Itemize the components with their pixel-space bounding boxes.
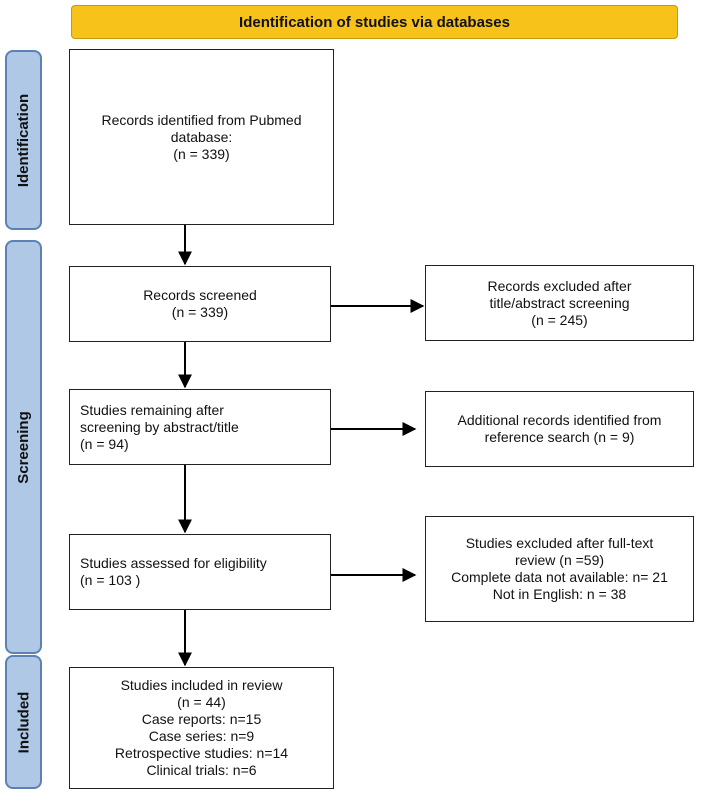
records-excluded-title-box: Records excluded after title/abstract sc… <box>425 265 694 341</box>
box-line: database: <box>170 128 233 145</box>
stage-included: Included <box>5 655 42 789</box>
studies-excluded-fulltext-box: Studies excluded after full-text review … <box>425 516 694 622</box>
box-line: title/abstract screening <box>489 294 630 311</box>
studies-included-box: Studies included in review (n = 44) Case… <box>69 667 334 789</box>
box-line: Records excluded after <box>487 277 632 294</box>
box-line: Not in English: n = 38 <box>492 586 627 602</box>
box-line: (n = 44) <box>177 694 226 710</box>
box-line: Clinical trials: n=6 <box>146 762 257 778</box>
header-title: Identification of studies via databases <box>239 13 510 31</box>
box-line: Retrospective studies: n=14 <box>114 745 289 761</box>
box-line: Additional records identified from <box>457 412 662 428</box>
stage-screening: Screening <box>5 240 42 654</box>
box-line: Complete data not available: n= 21 <box>451 569 668 585</box>
box-line: Records screened <box>143 287 257 303</box>
box-line: screening by abstract/title <box>80 418 239 435</box>
stage-identification: Identification <box>5 50 42 230</box>
box-line: Studies remaining after <box>80 401 224 418</box>
box-line: (n = 94) <box>80 435 129 452</box>
header-banner: Identification of studies via databases <box>71 5 678 39</box>
box-line: reference search (n = 9) <box>484 429 635 445</box>
box-line: Records identified from Pubmed <box>101 111 302 128</box>
box-line: (n = 245) <box>531 311 588 328</box>
box-line: Studies included in review <box>120 677 283 693</box>
eligibility-box: Studies assessed for eligibility (n = 10… <box>69 534 331 610</box>
box-line: Case reports: n=15 <box>141 711 262 727</box>
box-line: Studies excluded after full-text <box>465 535 654 551</box>
box-line: Studies assessed for eligibility <box>80 555 267 571</box>
box-line: (n = 339) <box>173 145 230 162</box>
box-line: (n = 339) <box>171 304 229 320</box>
records-screened-box: Records screened (n = 339) <box>69 266 331 342</box>
additional-records-box: Additional records identified from refer… <box>425 391 694 467</box>
studies-remaining-box: Studies remaining after screening by abs… <box>69 389 331 465</box>
box-line: review (n =59) <box>514 552 605 568</box>
records-identified-box: Records identified from Pubmed database:… <box>69 49 334 225</box>
box-line: Case series: n=9 <box>148 728 255 744</box>
box-line: (n = 103 ) <box>80 572 141 588</box>
